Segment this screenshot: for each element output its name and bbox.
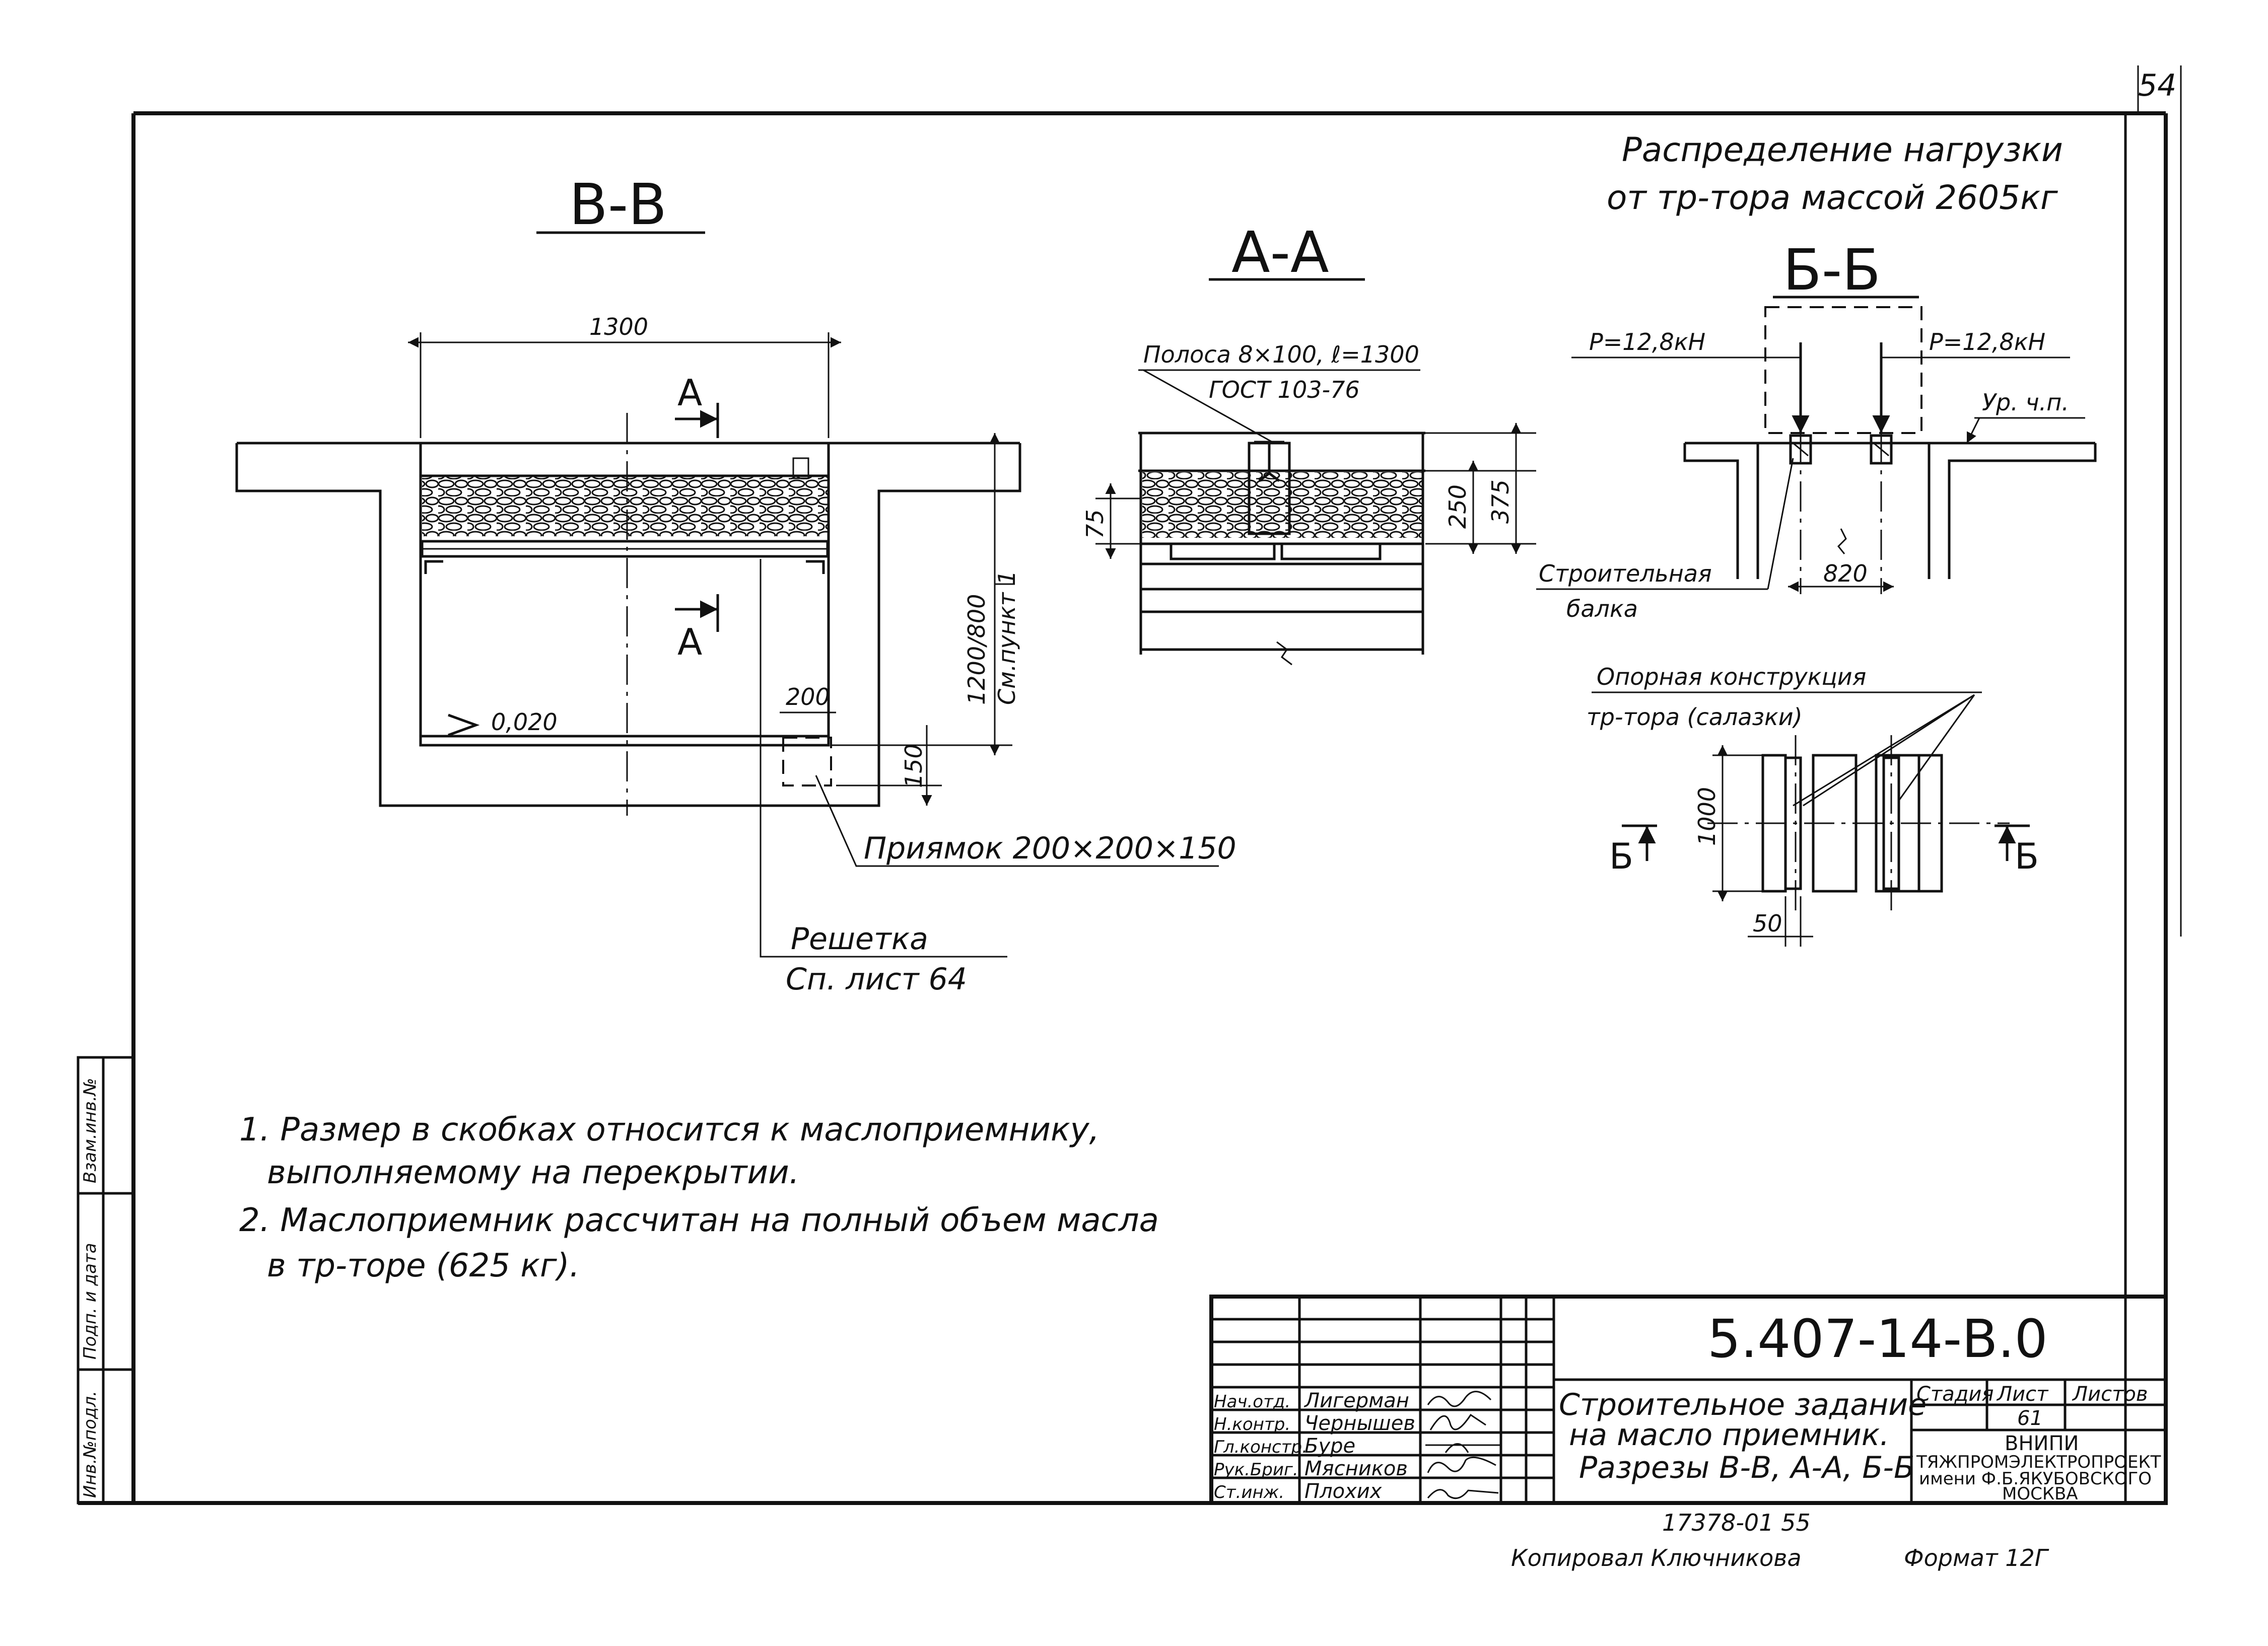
signature-4 [1427, 1456, 1496, 1473]
note-1-line-1: 1. Размер в скобках относится к маслопри… [239, 1111, 1099, 1149]
staff-role-3: Гл.констр. [1214, 1437, 1308, 1457]
dim-150: 150 [900, 744, 927, 788]
sheet-frame [78, 65, 2182, 1505]
dim-75: 75 [1081, 509, 1109, 539]
org-line-1: ВНИПИ [2005, 1432, 2079, 1455]
support-dim-50: 50 [1753, 910, 1782, 937]
col-sheet: Лист [1996, 1383, 2049, 1406]
dim-250: 250 [1444, 484, 1471, 529]
dim-820: 820 [1823, 560, 1868, 587]
note-2-line-2: в тр-торе (625 кг). [267, 1247, 580, 1284]
signature-5 [1427, 1489, 1499, 1499]
staff-name-4: Мясников [1304, 1457, 1408, 1480]
strip-label-2: ГОСТ 103-76 [1209, 376, 1360, 403]
org-line-4: МОСКВА [2002, 1484, 2078, 1504]
staff-role-5: Ст.инж. [1214, 1482, 1284, 1502]
cut-a-top: А [677, 372, 702, 414]
grate-label-1: Решетка [791, 921, 928, 957]
sheet-format: Формат 12Г [1904, 1544, 2049, 1571]
section-aa: А-А Полоса 8×100, ℓ=1300 ГОСТ 103-76 75 … [1081, 220, 1536, 666]
dim-height-note: См.пункт 1 [993, 570, 1020, 705]
cut-b-left: Б [1609, 836, 1633, 877]
sheet-number: 61 [2017, 1407, 2043, 1430]
col-sheets: Листов [2072, 1383, 2148, 1406]
beam-label-1: Строительная [1539, 560, 1712, 587]
title-block: 5.407-14-В.0 Строительное задание на мас… [1209, 1295, 2168, 1505]
dim-height: 1200/800 [963, 594, 990, 705]
side-stamp-sign: Подп. и дата [80, 1243, 100, 1359]
staff-name-1: Лигерман [1303, 1389, 1409, 1412]
signature-3 [1425, 1443, 1501, 1453]
cut-b-right: Б [2015, 836, 2039, 877]
note-1-line-2: выполняемому на перекрытии. [267, 1154, 799, 1191]
side-stamp-replace: Взам.инв.№ [80, 1078, 100, 1183]
staff-name-5: Плохих [1304, 1480, 1382, 1503]
doc-code: 5.407-14-В.0 [1707, 1308, 2048, 1370]
notes: 1. Размер в скобках относится к маслопри… [239, 1111, 1159, 1284]
strip-label-1: Полоса 8×100, ℓ=1300 [1143, 341, 1419, 368]
support-label-1: Опорная конструкция [1597, 663, 1866, 690]
staff-role-2: Н.контр. [1214, 1414, 1290, 1435]
col-stage: Стадия [1916, 1383, 1994, 1406]
dim-200: 200 [786, 683, 830, 710]
dim-375: 375 [1487, 479, 1514, 524]
floor-level: Ур. ч.п. [1982, 389, 2069, 416]
level-mark: 0,020 [491, 708, 558, 736]
signature-2 [1429, 1413, 1486, 1430]
section-aa-title: А-А [1231, 220, 1329, 285]
load-left: P=12,8кН [1589, 328, 1705, 355]
org-line-2: ТЯЖПРОМЭЛЕКТРОПРОЕКТ [1916, 1452, 2161, 1472]
support-structure: Опорная конструкция тр-тора (салазки) 10… [1587, 663, 2039, 947]
load-right: P=12,8кН [1929, 328, 2045, 355]
sheet-corner-number: 54 [2138, 68, 2176, 103]
doc-desc-1: Строительное задание [1559, 1387, 1927, 1422]
section-vv: В-В 200 1300 А А [235, 172, 1219, 958]
support-dim-1000: 1000 [1693, 787, 1721, 846]
staff-name-3: Буре [1304, 1435, 1355, 1458]
grate-label-2: Сп. лист 64 [786, 962, 967, 997]
side-stamp: Взам.инв.№ Подп. и дата Инв.№подл. [77, 1056, 135, 1505]
copied-by: Копировал Ключникова [1511, 1544, 1802, 1571]
load-dist-label-2: от тр-тора массой 2605кг [1607, 178, 2058, 217]
beam-label-2: балка [1566, 595, 1638, 622]
order-number: 17378-01 55 [1662, 1509, 1811, 1536]
staff-role-1: Нач.отд. [1214, 1392, 1290, 1412]
load-dist-label-1: Распределение нагрузки [1622, 130, 2063, 169]
section-bb-title: Б-Б [1783, 238, 1881, 303]
side-stamp-inv: Инв.№подл. [80, 1391, 100, 1498]
section-vv-title: В-В [569, 172, 667, 238]
staff-name-2: Чернышев [1304, 1412, 1415, 1435]
signature-1 [1427, 1391, 1492, 1407]
note-2-line-1: 2. Маслоприемник рассчитан на полный объ… [239, 1202, 1159, 1239]
section-bb: Распределение нагрузки от тр-тора массой… [1536, 130, 2097, 622]
doc-desc-2: на масло приемник. [1569, 1417, 1889, 1453]
pit-label: Приямок 200×200×150 [864, 831, 1236, 866]
staff-role-4: Рук.Бриг. [1214, 1460, 1298, 1480]
support-label-2: тр-тора (салазки) [1587, 703, 1803, 731]
org-line-3: имени Ф.Б.ЯКУБОВСКОГО [1919, 1469, 2152, 1489]
doc-desc-3: Разрезы В-В, А-А, Б-Б [1579, 1450, 1914, 1485]
cut-a-bottom: А [677, 621, 702, 663]
dim-1300: 1300 [589, 313, 648, 340]
